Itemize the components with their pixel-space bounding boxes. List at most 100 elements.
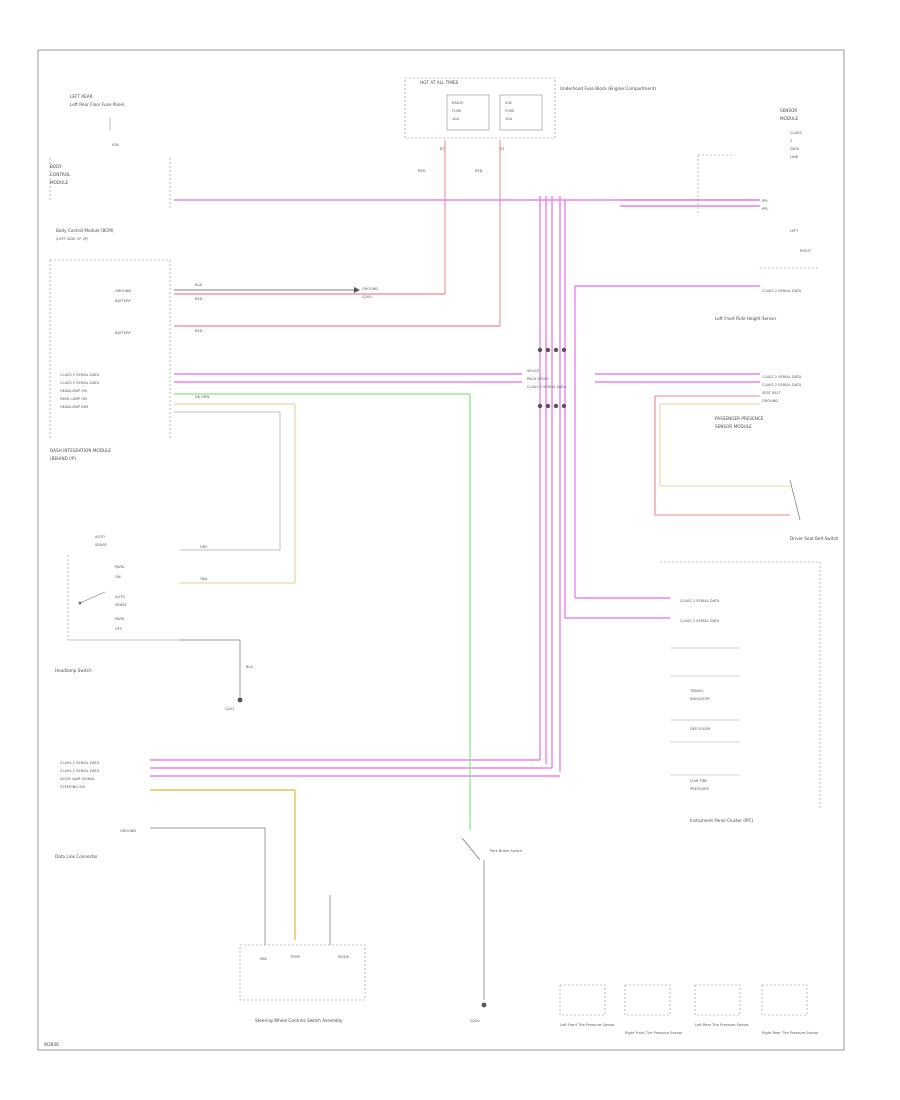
svg-text:FUSE: FUSE [505,109,515,113]
svg-text:BATTERY: BATTERY [115,299,132,303]
seat-belt-wires: PASSENGER PRESENCE SENSOR MODULE Driver … [654,395,839,541]
svg-text:MODE: MODE [338,955,350,959]
park-brake-switch: Park Brake Switch G200 [461,837,522,1023]
svg-text:TRAVEL: TRAVEL [689,689,704,693]
svg-text:B7: B7 [440,147,445,151]
svg-text:GROUND: GROUND [362,287,378,291]
svg-text:RED: RED [195,297,203,301]
svg-text:SEAT BELT: SEAT BELT [762,391,781,395]
data-link-connector: CLASS 2 SERIAL DATA CLASS 2 SERIAL DATA … [55,761,296,945]
body-control-module: Body Control Module (BCM) (LEFT SIDE OF … [49,228,171,461]
svg-text:LEFT: LEFT [790,229,799,233]
svg-text:TEMP: TEMP [289,955,301,959]
svg-text:10A: 10A [452,117,460,121]
svg-text:HEADLAMP ON: HEADLAMP ON [60,389,87,393]
svg-text:BATTERY: BATTERY [115,331,132,335]
svg-text:Underhood Fuse Block (Engine C: Underhood Fuse Block (Engine Compartment… [560,86,656,91]
svg-text:CLASS 2 SERIAL DATA: CLASS 2 SERIAL DATA [527,385,567,389]
svg-text:Data Link Connector: Data Link Connector [55,854,98,859]
svg-text:(LEFT SIDE OF I/P): (LEFT SIDE OF I/P) [56,237,89,241]
svg-text:LEFT REAR: LEFT REAR [70,94,93,99]
svg-text:INDICATOR: INDICATOR [690,697,710,701]
instrument-panel-cluster: CLASS 2 SERIAL DATA CLASS 2 SERIAL DATA … [660,561,821,823]
svg-text:CLASS 2 SERIAL DATA: CLASS 2 SERIAL DATA [762,383,802,387]
svg-text:CLASS 2 SERIAL DATA: CLASS 2 SERIAL DATA [680,599,720,603]
svg-text:AUTO: AUTO [115,595,125,599]
svg-text:GROUND: GROUND [115,289,131,293]
footer-code: W2806 [44,1042,59,1047]
svg-text:BLK: BLK [195,283,202,287]
svg-text:SPLICE: SPLICE [527,369,540,373]
svg-text:MIN: MIN [260,957,267,961]
svg-text:STEERING SIG: STEERING SIG [60,785,86,789]
svg-text:Instrument Panel Cluster (IPC): Instrument Panel Cluster (IPC) [690,818,754,823]
svg-text:TAN: TAN [199,577,207,581]
right-data-outputs: CLASS 2 SERIAL DATA CLASS 2 SERIAL DATA … [762,375,802,403]
class2-data-bus [150,196,760,777]
svg-text:Driver Seat Belt Switch: Driver Seat Belt Switch [790,536,839,541]
svg-text:CLASS 2 SERIAL DATA: CLASS 2 SERIAL DATA [60,769,100,773]
svg-text:G201: G201 [225,707,235,711]
svg-text:RED: RED [418,169,426,173]
svg-text:AUTO: AUTO [95,535,105,539]
svg-text:IGN: IGN [112,143,119,147]
left-front-sensor: CLASS 2 SERIAL DATA Left Front Ride Heig… [715,267,820,321]
svg-text:GROUND: GROUND [762,399,778,403]
svg-text:GROUND: GROUND [120,829,136,833]
svg-text:CLASS: CLASS [790,131,802,135]
svg-text:GRY: GRY [200,545,208,549]
svg-text:PPL: PPL [762,199,768,203]
svg-text:IGN: IGN [505,101,512,105]
svg-text:PACK SP200: PACK SP200 [527,377,549,381]
svg-text:Left Rear Tire Pressure Sensor: Left Rear Tire Pressure Sensor [695,1023,749,1027]
svg-text:MODULE: MODULE [780,116,799,121]
svg-text:HOT AT ALL TIMES: HOT AT ALL TIMES [420,80,459,85]
svg-text:CONTROL: CONTROL [50,172,71,177]
svg-text:PRESSURE: PRESSURE [690,787,710,791]
svg-text:G200: G200 [470,1019,480,1023]
svg-text:Right Rear Tire Pressure Senso: Right Rear Tire Pressure Sensor [762,1031,819,1035]
svg-text:Left Rear Floor Fuse Panel: Left Rear Floor Fuse Panel [70,102,124,107]
svg-text:2: 2 [790,139,792,143]
svg-text:CLASS 2 SERIAL DATA: CLASS 2 SERIAL DATA [762,289,802,293]
svg-text:PARK: PARK [115,617,125,621]
svg-text:DOOR AJAR SIGNAL: DOOR AJAR SIGNAL [60,777,95,781]
headlamp-switch: AUTO SENSE PARK ON AUTO SENSE PARK OFF H… [55,535,253,711]
svg-text:PPL: PPL [762,207,768,211]
right-front-sensor: SENSOR MODULE CLASS 2 DATA LINK PPL PPL … [697,108,812,253]
svg-text:(BEHIND I/P): (BEHIND I/P) [50,456,76,461]
bcm-battery-wires: BLK RED RED GROUND G200 [174,140,501,333]
svg-text:SENSE: SENSE [95,543,108,547]
park-brake-wire: DK GRN [174,393,471,830]
svg-text:SENSE: SENSE [115,603,128,607]
top-junction-fuse-box: HOT AT ALL TIMES RADIO FUSE 10A IGN FUSE… [404,77,656,173]
svg-text:CLASS 2 SERIAL DATA: CLASS 2 SERIAL DATA [680,619,720,623]
svg-text:MODULE: MODULE [50,180,69,185]
svg-text:DK GRN: DK GRN [195,395,210,399]
svg-text:CLASS 2 SERIAL DATA: CLASS 2 SERIAL DATA [60,761,100,765]
splice-pack: SPLICE PACK SP200 CLASS 2 SERIAL DATA [527,347,567,409]
svg-text:PARK: PARK [115,565,125,569]
svg-text:ON: ON [115,575,121,579]
svg-text:RADIO: RADIO [452,101,464,105]
svg-text:PARK LAMP ON: PARK LAMP ON [60,397,87,401]
svg-text:BODY: BODY [50,164,62,169]
svg-text:Right Front Tire Pressure Sens: Right Front Tire Pressure Sensor [625,1031,683,1035]
svg-text:RED: RED [195,329,203,333]
svg-text:10A: 10A [505,117,513,121]
svg-text:CLASS 2 SERIAL DATA: CLASS 2 SERIAL DATA [60,373,100,377]
tire-sensors: Left Front Tire Pressure Sensor Right Fr… [559,984,819,1035]
svg-text:HEADLAMP DIM: HEADLAMP DIM [60,405,88,409]
svg-text:DASH INTEGRATION MODULE: DASH INTEGRATION MODULE [50,448,111,453]
svg-text:RED: RED [475,169,483,173]
svg-text:LINK: LINK [790,155,799,159]
svg-text:DEFOGGER: DEFOGGER [690,727,711,731]
left-rear-fuse-panel: LEFT REAR Left Rear Floor Fuse Panel IGN… [49,94,171,210]
svg-text:DATA: DATA [790,147,800,151]
svg-text:SENSOR: SENSOR [780,108,797,113]
svg-text:E5: E5 [500,147,505,151]
svg-text:FUSE: FUSE [452,109,462,113]
svg-text:Body Control Module (BCM): Body Control Module (BCM) [56,228,114,233]
svg-text:PASSENGER PRESENCE: PASSENGER PRESENCE [715,416,764,421]
